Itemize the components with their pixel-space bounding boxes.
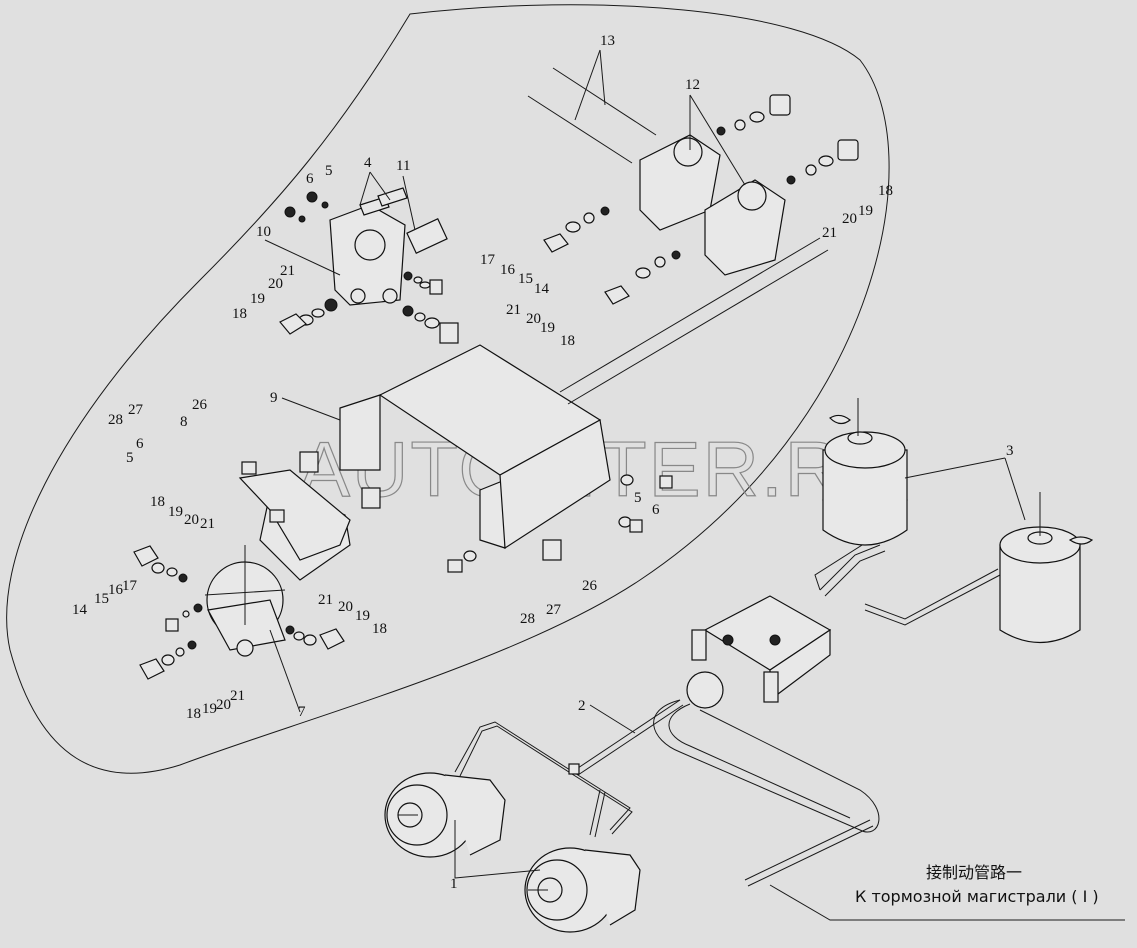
valve-block bbox=[686, 595, 832, 709]
callout-20: 20 bbox=[268, 276, 283, 292]
callout-19: 19 bbox=[250, 291, 265, 307]
caption-chinese: 接制动管路一 bbox=[926, 863, 1023, 882]
callout-18: 18 bbox=[232, 306, 247, 322]
callout-18: 18 bbox=[878, 183, 893, 199]
callout-1: 1 bbox=[450, 876, 458, 892]
callout-14: 14 bbox=[534, 281, 550, 297]
callout-21: 21 bbox=[318, 592, 333, 608]
callout-11: 11 bbox=[396, 158, 410, 174]
callout-5: 5 bbox=[126, 450, 134, 466]
callout-4: 4 bbox=[364, 155, 372, 171]
callout-17: 17 bbox=[122, 578, 138, 594]
callout-21: 21 bbox=[230, 688, 245, 704]
callout-19: 19 bbox=[168, 504, 183, 520]
callout-27: 27 bbox=[128, 402, 144, 418]
callout-21: 21 bbox=[280, 263, 295, 279]
callout-19: 19 bbox=[202, 701, 217, 717]
callout-18: 18 bbox=[186, 706, 201, 722]
fasteners-lower bbox=[447, 474, 673, 573]
callout-20: 20 bbox=[184, 512, 199, 528]
callout-20: 20 bbox=[526, 311, 541, 327]
callout-16: 16 bbox=[500, 262, 516, 278]
callout-16: 16 bbox=[108, 582, 124, 598]
callout-7: 7 bbox=[298, 704, 306, 720]
service-brake-chamber-a bbox=[384, 772, 506, 858]
twin-valves bbox=[527, 67, 859, 305]
callout-19: 19 bbox=[858, 203, 873, 219]
callout-9: 9 bbox=[270, 390, 278, 406]
callout-3: 3 bbox=[1006, 443, 1014, 459]
callout-21: 21 bbox=[506, 302, 521, 318]
callout-14: 14 bbox=[72, 602, 88, 618]
callout-21: 21 bbox=[822, 225, 837, 241]
fittings-upper-left bbox=[279, 191, 459, 344]
callout-18: 18 bbox=[560, 333, 575, 349]
callout-2: 2 bbox=[578, 698, 586, 714]
callout-26: 26 bbox=[192, 397, 208, 413]
service-brake-chamber-b bbox=[524, 847, 641, 933]
relay-valve-lower bbox=[133, 451, 381, 680]
callout-17: 17 bbox=[480, 252, 496, 268]
callout-10: 10 bbox=[256, 224, 271, 240]
callout-13: 13 bbox=[600, 33, 615, 49]
caption-russian: К тормозной магистрали ( Ⅰ ) bbox=[855, 887, 1099, 906]
callout-18: 18 bbox=[372, 621, 387, 637]
bracket bbox=[339, 237, 829, 550]
callout-5: 5 bbox=[325, 163, 333, 179]
callout-15: 15 bbox=[518, 271, 533, 287]
spring-brake-chamber-b bbox=[999, 492, 1094, 644]
callout-20: 20 bbox=[216, 697, 231, 713]
detail-boundary bbox=[6, 4, 890, 774]
pipes bbox=[454, 529, 1001, 887]
callout-18: 18 bbox=[150, 494, 165, 510]
callout-27: 27 bbox=[546, 602, 562, 618]
callout-28: 28 bbox=[108, 412, 123, 428]
callout-26: 26 bbox=[582, 578, 598, 594]
callout-5: 5 bbox=[634, 490, 642, 506]
callout-28: 28 bbox=[520, 611, 535, 627]
callout-8: 8 bbox=[180, 414, 188, 430]
callout-6: 6 bbox=[136, 436, 144, 452]
callout-15: 15 bbox=[94, 591, 109, 607]
callout-6: 6 bbox=[652, 502, 660, 518]
callout-12: 12 bbox=[685, 77, 700, 93]
callout-19: 19 bbox=[355, 608, 370, 624]
relay-valve-upper bbox=[329, 187, 448, 306]
callout-20: 20 bbox=[338, 599, 353, 615]
callout-19: 19 bbox=[540, 320, 555, 336]
callout-6: 6 bbox=[306, 171, 314, 187]
leader-lines bbox=[264, 49, 1125, 921]
callout-21: 21 bbox=[200, 516, 215, 532]
spring-brake-chamber-a bbox=[822, 398, 908, 546]
callout-20: 20 bbox=[842, 211, 857, 227]
